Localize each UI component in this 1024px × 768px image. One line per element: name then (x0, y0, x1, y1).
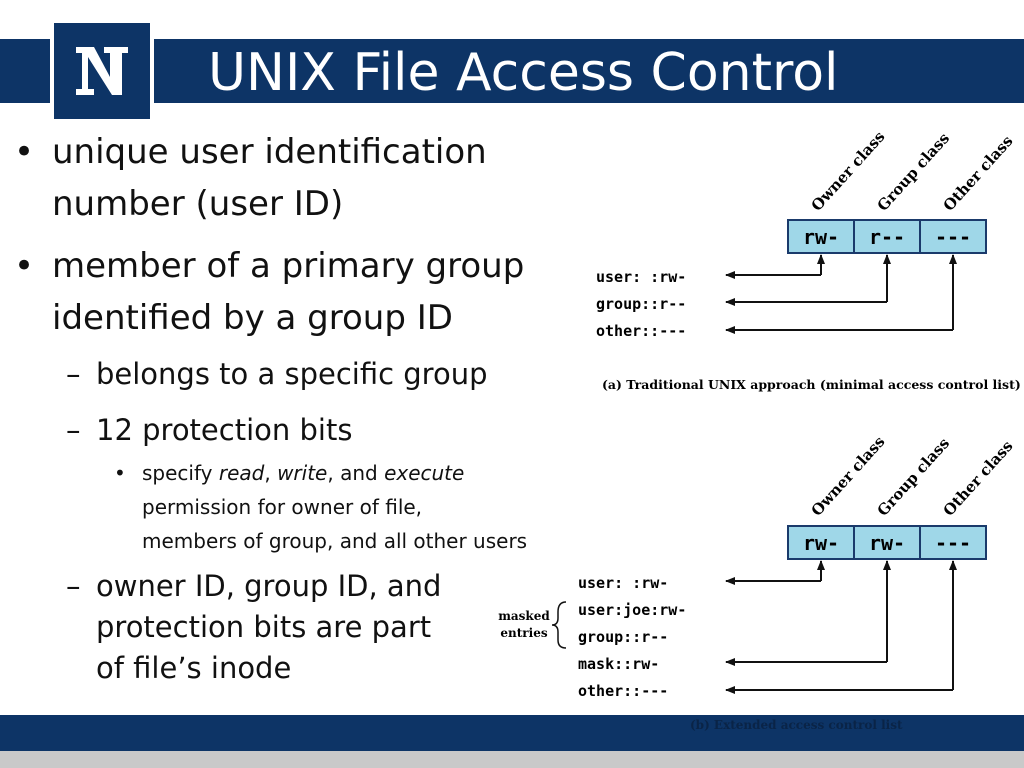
perm-sep2: , and (327, 461, 385, 485)
perm-write: write (277, 461, 328, 485)
acl-entry: mask::rw- (578, 655, 659, 673)
perm-read: read (218, 461, 265, 485)
university-logo (50, 19, 154, 123)
bullet-primary-group: • member of a primary group identified b… (14, 240, 594, 344)
sub-bullet-protection-bits: – 12 protection bits (14, 410, 594, 450)
bullet-user-id: • unique user identification number (use… (14, 126, 594, 230)
acl-entry: user:joe:rw- (578, 601, 686, 619)
bullet-text: member of a primary group identified by … (52, 246, 525, 338)
sub-bullet-inode: – owner ID, group ID, and protection bit… (14, 566, 466, 689)
acl-entry: other::--- (596, 322, 686, 340)
masked-label: masked (498, 609, 550, 623)
perm-line2: permission for owner of file, (142, 495, 423, 519)
sub-bullet-text: belongs to a specific group (96, 357, 488, 391)
logo-n-icon (54, 23, 150, 119)
group-bits: r-- (869, 225, 905, 249)
acl-entry: user: :rw- (578, 574, 668, 592)
group-bits: rw- (869, 531, 905, 555)
footer-bar (0, 715, 1024, 751)
brace-icon (551, 601, 567, 649)
dash-mark: – (66, 357, 81, 391)
perm-pre: specify (142, 461, 219, 485)
perm-sep1: , (264, 461, 278, 485)
other-class-label: Other class (940, 437, 1017, 520)
bullet-list: • unique user identification number (use… (14, 126, 594, 705)
header-bar (0, 39, 1024, 103)
permission-box (787, 219, 987, 254)
other-class-label: Other class (940, 132, 1017, 215)
bullet-dot: • (114, 461, 126, 485)
owner-bits: rw- (803, 225, 839, 249)
perm-execute: execute (384, 461, 465, 485)
other-bits: --- (935, 531, 971, 555)
footer-strip (0, 751, 1024, 768)
diagram-b: Owner class Group class Other class rw- … (498, 433, 1016, 700)
other-bits: --- (935, 225, 971, 249)
sub-bullet-group: – belongs to a specific group (14, 354, 594, 394)
acl-entry: other::--- (578, 682, 668, 700)
dash-mark: – (66, 413, 81, 447)
bullet-text: unique user identification number (user … (52, 132, 487, 224)
acl-entry: user: :rw- (596, 268, 686, 286)
acl-entry: group::r-- (578, 628, 668, 646)
owner-bits: rw- (803, 531, 839, 555)
permission-box (787, 525, 987, 560)
bullet-dot: • (14, 132, 35, 172)
sub-sub-bullet-permissions: • specify read, write, and execute permi… (14, 456, 594, 558)
masked-label: entries (500, 626, 547, 640)
dash-mark: – (66, 569, 81, 603)
sub-bullet-text: 12 protection bits (96, 413, 353, 447)
caption-a: (a) Traditional UNIX approach (minimal a… (602, 377, 1021, 392)
sub-bullet-text: owner ID, group ID, and protection bits … (96, 569, 442, 685)
acl-entry: group::r-- (596, 295, 686, 313)
perm-line3: members of group, and all other users (142, 529, 528, 553)
bullet-dot: • (14, 246, 35, 286)
diagram-a: Owner class Group class Other class rw- … (596, 128, 1021, 392)
slide-title: UNIX File Access Control (208, 43, 839, 103)
